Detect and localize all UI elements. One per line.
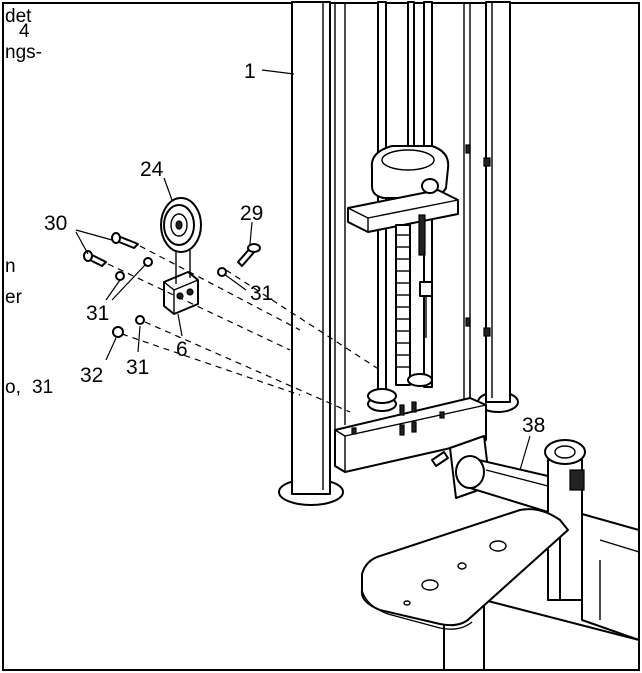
washer-31d xyxy=(135,315,145,325)
edge-text-31: 31 xyxy=(32,377,53,398)
callout-6: 6 xyxy=(176,338,188,361)
nut-32 xyxy=(112,326,124,338)
arm-38 xyxy=(431,435,549,513)
callout-24: 24 xyxy=(140,158,164,181)
callout-31-left: 31 xyxy=(86,302,109,325)
pulley-24 xyxy=(160,197,202,253)
edge-text-o: o, xyxy=(5,377,21,398)
bolt-29 xyxy=(237,243,261,267)
stack-notches xyxy=(396,234,410,368)
weight-stack-column xyxy=(395,224,411,386)
edge-text-det: det xyxy=(5,6,32,27)
callout-29: 29 xyxy=(240,202,263,225)
bumper-right xyxy=(407,373,433,387)
callout-31-right: 31 xyxy=(250,282,273,305)
frame-assembly xyxy=(278,1,519,506)
right-upright xyxy=(485,1,511,403)
callout-30: 30 xyxy=(44,212,67,235)
callout-1: 1 xyxy=(244,60,256,83)
edge-text-n: n xyxy=(5,256,16,277)
edge-text-ngs: ngs- xyxy=(5,42,42,63)
bolt-30b xyxy=(83,250,107,267)
seat-frame xyxy=(443,513,640,671)
callout-31-bottom: 31 xyxy=(126,356,149,379)
seat-pad xyxy=(360,508,569,630)
pulley-bracket-6 xyxy=(163,250,199,315)
edge-text-er: er xyxy=(5,287,23,308)
washer-31b xyxy=(115,271,125,281)
assembly-guide-lines xyxy=(107,245,381,413)
callout-32: 32 xyxy=(80,364,103,387)
left-upright xyxy=(291,1,331,495)
callout-38: 38 xyxy=(522,414,545,437)
leader-lines xyxy=(75,69,531,471)
edge-text-4: 4 xyxy=(19,21,30,42)
center-rod xyxy=(407,1,415,163)
bolt-30a xyxy=(111,232,139,249)
